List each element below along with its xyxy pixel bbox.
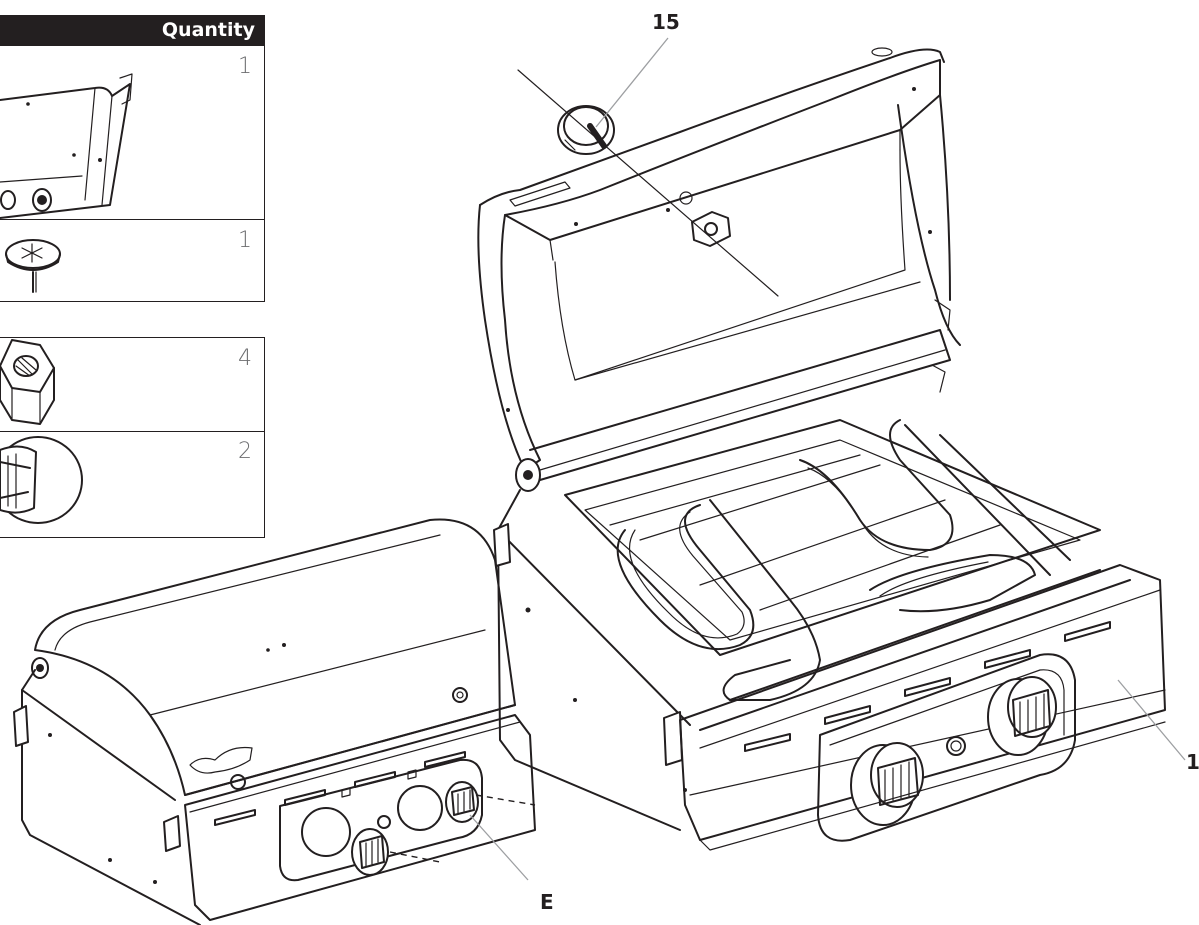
thermometer-icon (5, 239, 61, 293)
quantity-value: 1 (238, 228, 252, 253)
open-grill-drawing (477, 37, 1186, 851)
quantity-value: 4 (238, 346, 252, 371)
quantity-value: 2 (238, 439, 252, 464)
hex-nut-icon (0, 339, 55, 425)
parts-row-hex-nut: 4 (0, 337, 265, 432)
closed-grill-drawing (13, 518, 536, 925)
control-knob-icon (0, 436, 83, 524)
parts-row-thermometer: 1 (0, 219, 265, 302)
grill-body-icon (0, 73, 133, 219)
callout-E: E (540, 890, 554, 914)
quantity-value: 1 (238, 54, 252, 79)
parts-row-control-knob: 2 (0, 431, 265, 538)
callout-1: 1 (1186, 750, 1199, 774)
quantity-header-label: Quantity (161, 19, 255, 41)
parts-table-header: Quantity (0, 15, 265, 45)
callout-15: 15 (652, 10, 680, 34)
